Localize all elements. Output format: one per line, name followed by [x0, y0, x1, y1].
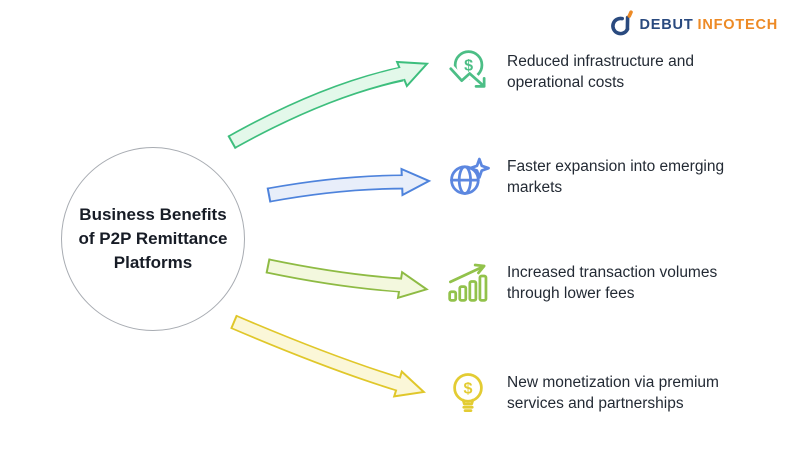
- arrow-benefit-2: [266, 167, 432, 203]
- arrow-benefit-1: [227, 60, 430, 150]
- svg-text:$: $: [464, 57, 473, 75]
- growth-chart-icon: [446, 261, 490, 305]
- svg-text:$: $: [464, 380, 473, 398]
- globe-sparkle-icon: [446, 155, 490, 199]
- benefit-label-3: Increased transaction volumes through lo…: [507, 264, 718, 302]
- brand-name-primary: DEBUT: [639, 17, 694, 33]
- hub-circle: Business Benefits of P2P Remittance Plat…: [61, 147, 245, 331]
- dollar-decrease-icon: $: [446, 48, 490, 92]
- benefit-label-2: Faster expansion into emerging markets: [507, 158, 725, 196]
- dollar-bulb-icon: $: [446, 371, 490, 415]
- arrow-benefit-3: [265, 258, 429, 300]
- arrow-benefit-4: [230, 314, 427, 398]
- benefit-label-1: Reduced infrastructure and operational c…: [507, 53, 694, 91]
- debut-infotech-logo-icon: [610, 10, 633, 36]
- brand-name-secondary: INFOTECH: [697, 17, 778, 33]
- benefit-label-4: New monetization via premium services an…: [507, 374, 719, 412]
- hub-title: Business Benefits of P2P Remittance Plat…: [78, 205, 228, 272]
